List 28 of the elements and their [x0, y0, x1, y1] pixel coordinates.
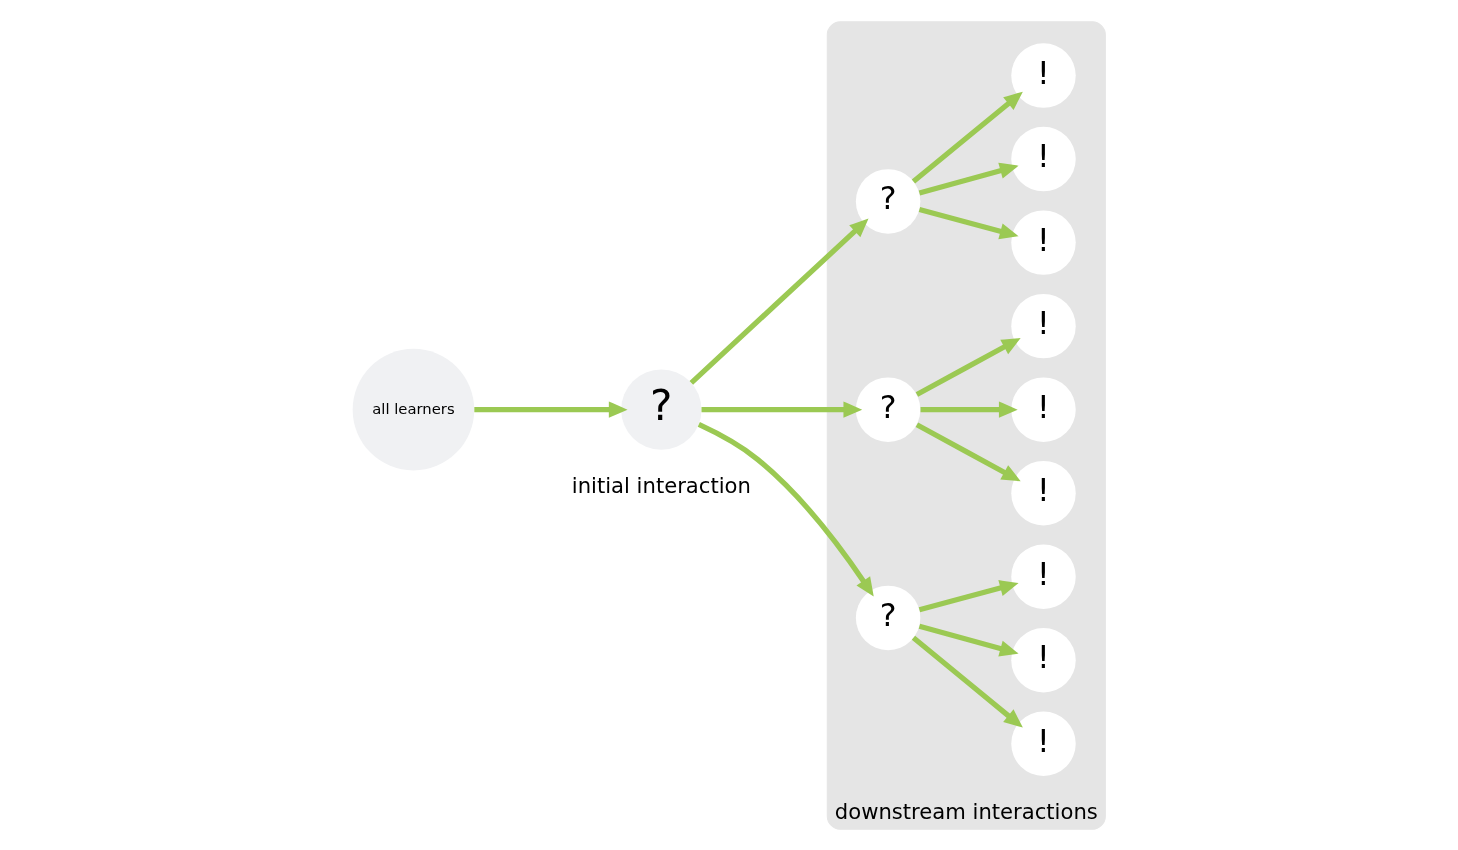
arrow	[697, 421, 874, 596]
arrow	[915, 421, 1021, 481]
node-circle: ?	[855, 376, 921, 442]
node-circle: !	[1011, 209, 1076, 275]
arrow	[920, 400, 1018, 418]
arrow	[915, 337, 1021, 397]
node-circle: !	[1011, 460, 1076, 525]
node-circle: !	[1011, 710, 1076, 776]
arrow	[911, 91, 1023, 183]
node-label: initial interaction	[571, 472, 751, 498]
node-circle: !	[1011, 543, 1076, 609]
arrow	[689, 218, 869, 385]
node-circle: ?	[621, 368, 702, 450]
node-circle: !	[1011, 376, 1076, 442]
node-circle: !	[1011, 293, 1076, 358]
node-circle: ?	[855, 585, 921, 650]
arrow	[918, 579, 1019, 612]
node-circle: ?	[855, 168, 921, 234]
node-circle: !	[1011, 627, 1076, 692]
arrow	[918, 162, 1019, 196]
arrow	[911, 635, 1023, 728]
arrow	[918, 206, 1019, 239]
node-circle: !	[1011, 126, 1076, 191]
arrow	[474, 400, 628, 418]
node-circle: all learners	[352, 348, 475, 470]
arrow	[701, 400, 863, 418]
node-circle: !	[1011, 42, 1076, 108]
arrow	[918, 623, 1019, 657]
